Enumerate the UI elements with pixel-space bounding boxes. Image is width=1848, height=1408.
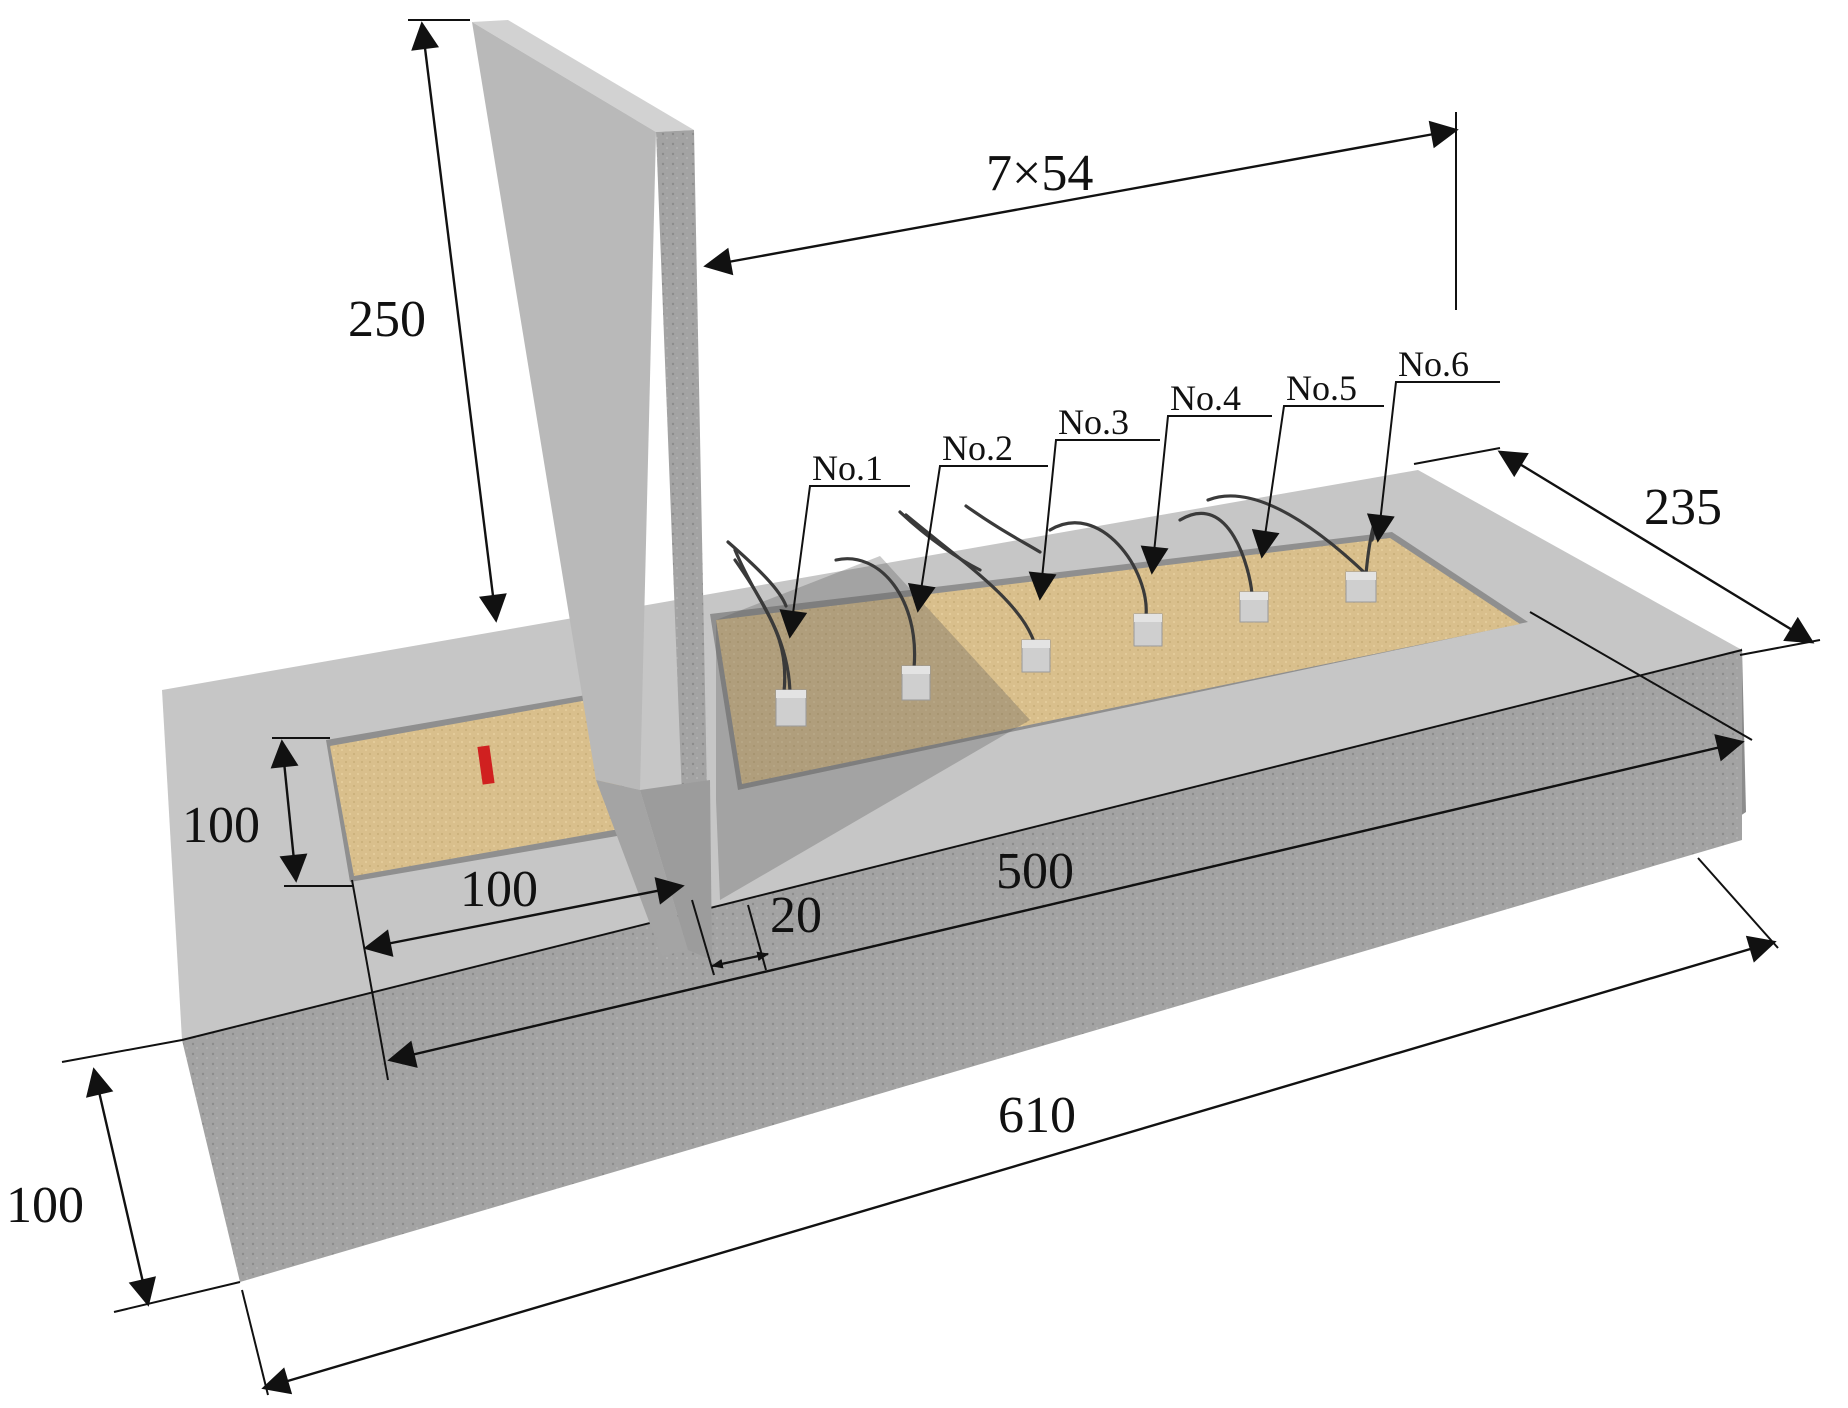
- label-sand-length-left: 100: [460, 861, 538, 918]
- label-sand-width: 100: [182, 797, 260, 854]
- dimline-sand-width: [270, 739, 308, 883]
- label-sand-length-right: 500: [996, 843, 1074, 900]
- sensor-group: [726, 494, 1377, 727]
- dimline-sensor-spacing: [703, 120, 1459, 276]
- sensor-label-no4: No.4: [1170, 378, 1241, 418]
- label-slab-thickness: 100: [6, 1177, 84, 1234]
- label-sensor-spacing: 7×54: [986, 145, 1093, 202]
- wall-back-face: [472, 22, 656, 790]
- sensor-no2: [834, 557, 931, 701]
- dimline-slab-thickness: [86, 1067, 156, 1307]
- sensor-label-no3: No.3: [1058, 402, 1129, 442]
- label-wall-height: 250: [348, 291, 426, 348]
- dimension-labels: 250 7×54 235 100 100 20 500 610 100: [6, 145, 1722, 1234]
- sensor-label-no1: No.1: [812, 448, 883, 488]
- sensor-label-no2: No.2: [942, 428, 1013, 468]
- sensor-labels: No.1 No.2 No.3 No.4 No.5 No.6: [812, 344, 1469, 488]
- dimline-wall-height: [411, 21, 507, 623]
- sensor-label-no6: No.6: [1398, 344, 1469, 384]
- label-total-length: 610: [998, 1087, 1076, 1144]
- wall-top-face: [472, 20, 694, 132]
- label-wall-thickness: 20: [770, 887, 822, 944]
- sensor-leaders: [779, 381, 1500, 639]
- label-slab-width: 235: [1644, 479, 1722, 536]
- dimension-lines: [86, 21, 1815, 1395]
- dimline-total-length: [261, 935, 1777, 1395]
- dimline-slab-width: [1497, 450, 1815, 644]
- sensor-label-no5: No.5: [1286, 368, 1357, 408]
- sensor-no4: [1048, 521, 1163, 647]
- sensor-no1: [733, 548, 807, 727]
- sensor-no5: [1178, 511, 1269, 623]
- sensor-no3: [904, 513, 1051, 673]
